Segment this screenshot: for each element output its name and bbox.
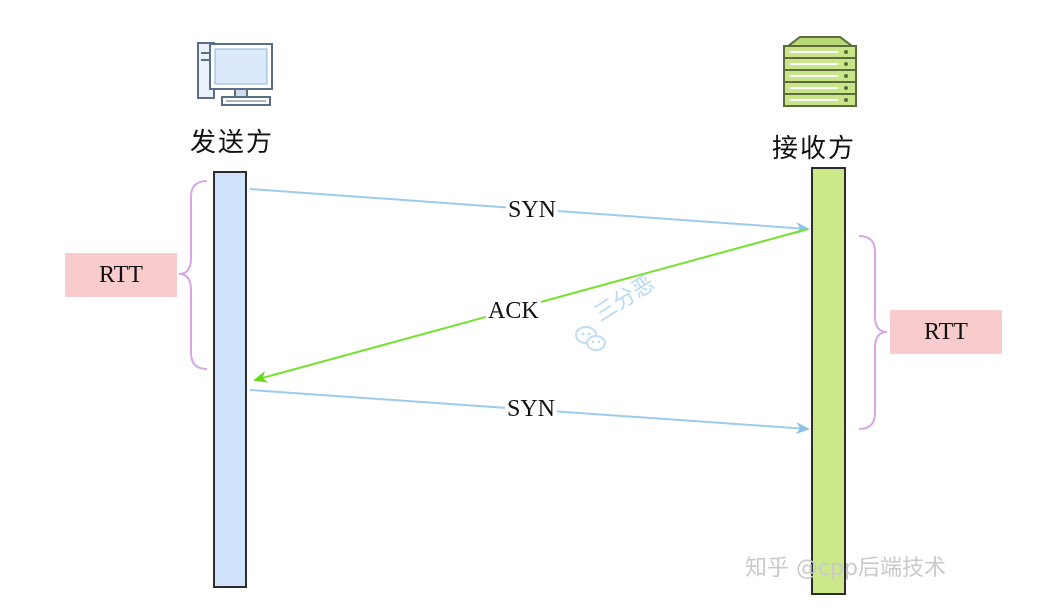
sender-lifeline-bar (213, 171, 247, 588)
ack-label: ACK (486, 298, 541, 324)
syn-label-2: SYN (505, 396, 558, 422)
desktop-computer-icon (196, 38, 276, 108)
left-rtt-brace (178, 180, 208, 370)
server-rack-icon (780, 34, 860, 112)
rtt-right-box: RTT (890, 310, 1002, 354)
receiver-label: 接收方 (772, 134, 857, 164)
right-rtt-brace (858, 235, 888, 430)
receiver-lifeline-bar (811, 167, 846, 595)
rtt-left-box: RTT (65, 253, 177, 297)
syn-label-1: SYN (506, 197, 559, 223)
corner-watermark: 知乎 @cpp后端技术 (745, 556, 947, 581)
wechat-icon (575, 326, 606, 351)
sender-label: 发送方 (190, 128, 275, 158)
